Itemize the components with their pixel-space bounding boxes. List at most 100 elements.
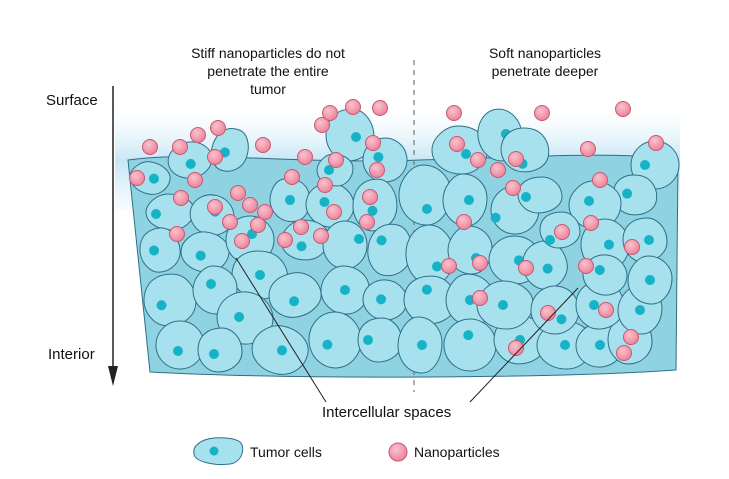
- nanoparticle: [369, 162, 385, 178]
- tumor-cell-nucleus: [173, 346, 183, 356]
- legend-nanoparticles-label: Nanoparticles: [414, 444, 500, 460]
- nanoparticle: [222, 214, 238, 230]
- legend-tumor-cells-label: Tumor cells: [250, 444, 322, 460]
- nanoparticle: [297, 149, 313, 165]
- nanoparticle: [554, 224, 570, 240]
- stiff-caption: Stiff nanoparticles do not penetrate the…: [168, 44, 368, 98]
- tumor-cell-nucleus: [363, 335, 373, 345]
- tumor-cell: [612, 174, 658, 216]
- nanoparticle: [508, 340, 524, 356]
- nanoparticle: [242, 197, 258, 213]
- nanoparticle: [534, 105, 550, 121]
- nanoparticle: [616, 345, 632, 361]
- nanoparticle: [129, 170, 145, 186]
- soft-caption: Soft nanoparticles penetrate deeper: [460, 44, 630, 80]
- tumor-cell-nucleus: [432, 261, 443, 272]
- nanoparticle: [540, 305, 556, 321]
- tumor-cell-nucleus: [195, 250, 206, 261]
- tumor-cell-nucleus: [545, 235, 555, 245]
- nanoparticle: [598, 302, 614, 318]
- tumor-cell: [129, 161, 171, 195]
- tumor-cell-nucleus: [595, 340, 605, 350]
- nanoparticle: [172, 139, 188, 155]
- nanoparticle: [142, 139, 158, 155]
- nanoparticle: [207, 199, 223, 215]
- tumor-cell-body: [582, 254, 628, 296]
- tumor-cell-nucleus: [422, 204, 432, 214]
- nanoparticle: [317, 177, 333, 193]
- tumor-cell: [443, 318, 497, 372]
- nanoparticle: [508, 151, 524, 167]
- tumor-cell: [251, 325, 309, 375]
- tumor-cell: [155, 320, 205, 370]
- soft-caption-line-2: penetrate deeper: [491, 63, 599, 79]
- tumor-cell-nucleus: [324, 165, 334, 175]
- tumor-cell-nucleus: [421, 284, 432, 295]
- tumor-cell: [320, 265, 370, 315]
- tumor-cell-nucleus: [373, 152, 384, 163]
- nanoparticle: [314, 117, 330, 133]
- tumor-cell-nucleus: [589, 300, 599, 310]
- tumor-cell: [197, 327, 243, 373]
- tumor-cell: [143, 273, 197, 327]
- nanoparticle: [624, 239, 640, 255]
- nanoparticle: [362, 189, 378, 205]
- nanoparticle: [583, 215, 599, 231]
- nanoparticle: [456, 214, 472, 230]
- tumor-cell-nucleus: [276, 345, 287, 356]
- tumor-cell-nucleus: [622, 188, 633, 199]
- tumor-cell-nucleus: [319, 196, 330, 207]
- nanoparticle: [173, 190, 189, 206]
- tumor-cell-nucleus: [376, 235, 387, 246]
- tumor-cell-nucleus: [644, 235, 654, 245]
- tumor-cell: [397, 316, 443, 374]
- tumor-cell: [180, 231, 230, 273]
- tumor-cell-nucleus: [296, 241, 307, 252]
- interior-label: Interior: [48, 346, 95, 363]
- tumor-cell: [357, 317, 403, 363]
- tumor-cell: [442, 173, 488, 227]
- nanoparticle: [284, 169, 300, 185]
- tumor-cell-nucleus: [322, 339, 333, 350]
- tumor-cell-nucleus: [463, 330, 474, 341]
- tumor-cell-nucleus: [285, 195, 295, 205]
- tumor-cell-body: [143, 273, 197, 327]
- nanoparticle: [470, 152, 486, 168]
- stiff-caption-line-2: penetrate the entire: [207, 63, 329, 79]
- tumor-cell: [322, 220, 368, 270]
- nanoparticle: [322, 105, 338, 121]
- tumor-cell: [139, 227, 181, 273]
- nanoparticle: [592, 172, 608, 188]
- nanoparticle: [372, 100, 388, 116]
- stiff-caption-line-3: tumor: [250, 81, 286, 97]
- nanoparticle: [505, 180, 521, 196]
- nanoparticle: [446, 105, 462, 121]
- nanoparticle: [615, 101, 631, 117]
- tumor-cell-nucleus: [255, 270, 265, 280]
- tumor-cell-nucleus: [340, 285, 350, 295]
- nanoparticle: [187, 172, 203, 188]
- tumor-cell-nucleus: [521, 192, 531, 202]
- tumor-cell-nucleus: [148, 173, 159, 184]
- tumor-cell-nucleus: [542, 263, 553, 274]
- tumor-cell-nucleus: [185, 158, 196, 169]
- tumor-cell-nucleus: [635, 305, 645, 315]
- tumor-cell-nucleus: [417, 340, 427, 350]
- tumor-cell-nucleus: [149, 245, 160, 256]
- nanoparticle: [257, 204, 273, 220]
- nanoparticle: [328, 152, 344, 168]
- nanoparticle: [441, 258, 457, 274]
- nanoparticle: [449, 136, 465, 152]
- nanoparticle: [210, 120, 226, 136]
- nanoparticles-group: [129, 99, 664, 361]
- tumor-cell-nucleus: [354, 234, 364, 244]
- callout-lines: [235, 257, 579, 403]
- nanoparticle: [277, 232, 293, 248]
- legend-cell-symbol: [193, 437, 244, 465]
- nanoparticle: [580, 141, 596, 157]
- legend-nanoparticle-symbol: [388, 442, 408, 462]
- tumor-cell-body: [197, 327, 243, 373]
- tumor-cell-nucleus: [209, 349, 219, 359]
- nanoparticle: [345, 99, 361, 115]
